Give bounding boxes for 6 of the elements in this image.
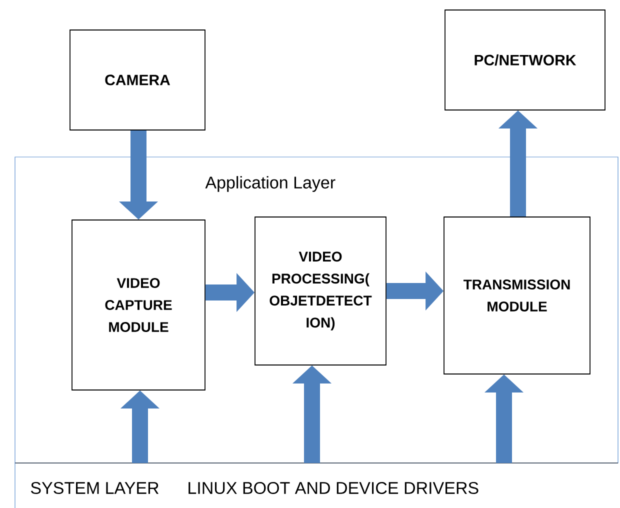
process-box: TRANSMISSION MODULE [444,216,590,374]
process-box: CAMERA [70,30,206,130]
process-box: VIDEO CAPTURE MODULE [72,220,206,390]
process-box: PC/NETWORK [444,10,606,110]
system-layer-band: SYSTEM LAYER LINUX BOOT AND DEVICE DRIVERS [14,462,618,508]
process-box: VIDEO PROCESSING( OBJETDETECT ION) [254,216,386,366]
